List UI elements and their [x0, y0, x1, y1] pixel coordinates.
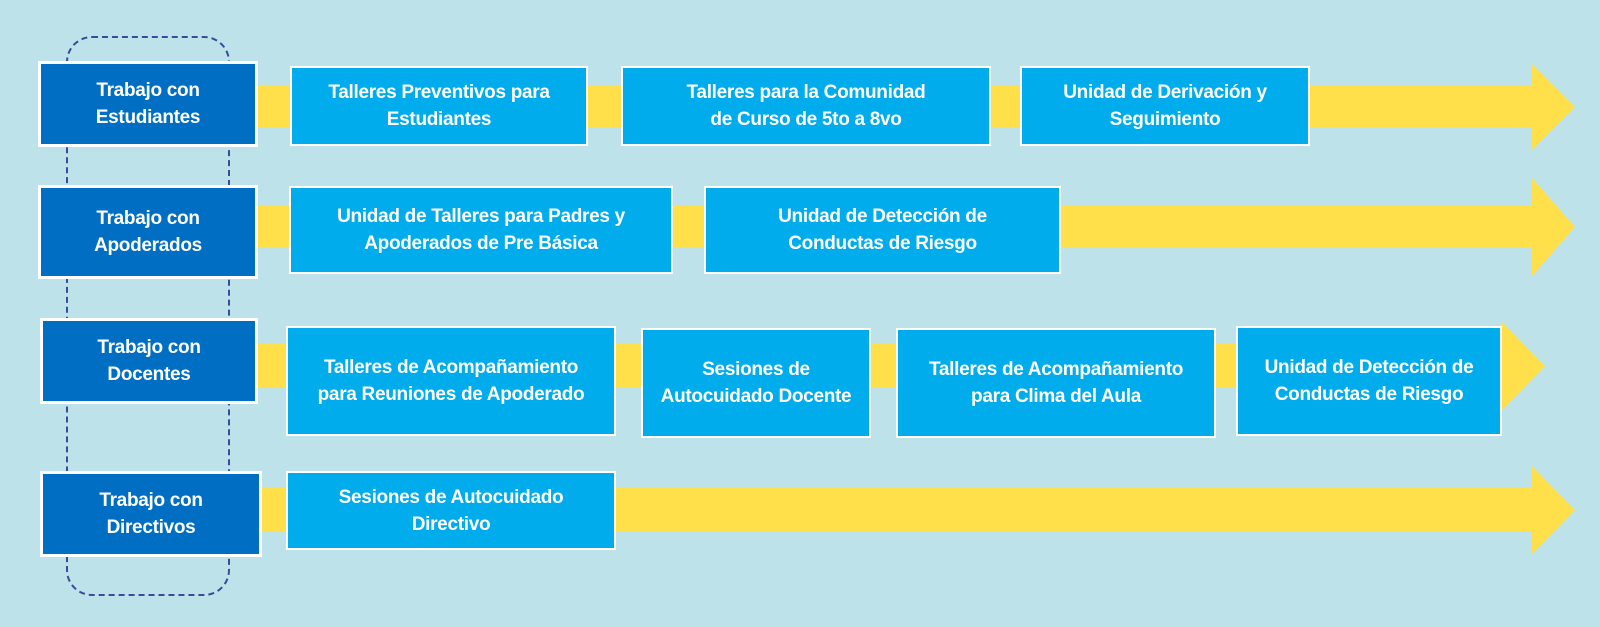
step-autocuidado-docente: Sesiones de Autocuidado Docente — [641, 328, 871, 438]
dashed-group-frame — [66, 36, 230, 596]
step-acompanamiento-reuniones: Talleres de Acompañamiento para Reunione… — [286, 326, 616, 436]
step-talleres-padres-prebasica: Unidad de Talleres para Padres y Apodera… — [289, 186, 673, 274]
step-deteccion-conductas-docentes: Unidad de Detección de Conductas de Ries… — [1236, 326, 1502, 436]
row-label-docentes: Trabajo con Docentes — [40, 318, 258, 404]
step-deteccion-conductas-apoderados: Unidad de Detección de Conductas de Ries… — [704, 186, 1061, 274]
row-label-directivos: Trabajo con Directivos — [40, 471, 262, 557]
row-label-estudiantes: Trabajo con Estudiantes — [38, 61, 258, 147]
step-talleres-preventivos: Talleres Preventivos para Estudiantes — [290, 66, 588, 146]
step-unidad-derivacion: Unidad de Derivación y Seguimiento — [1020, 66, 1310, 146]
step-autocuidado-directivo: Sesiones de Autocuidado Directivo — [286, 471, 616, 550]
step-talleres-comunidad-curso: Talleres para la Comunidad de Curso de 5… — [621, 66, 991, 146]
row-label-apoderados: Trabajo con Apoderados — [38, 185, 258, 279]
step-acompanamiento-clima-aula: Talleres de Acompañamiento para Clima de… — [896, 328, 1216, 438]
